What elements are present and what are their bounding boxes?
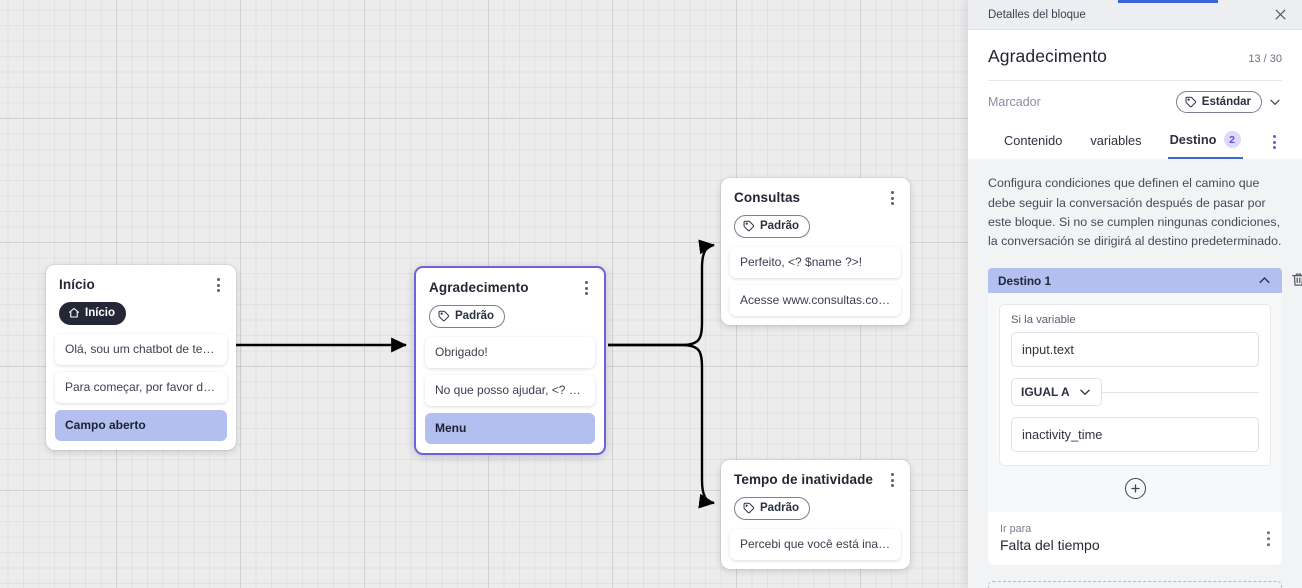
goto-value: Falta del tiempo: [1000, 537, 1100, 554]
tag-icon: [1185, 96, 1196, 108]
close-icon[interactable]: [1270, 5, 1290, 25]
node-header: Tempo de inatividade Padrão: [721, 460, 910, 529]
node-messages: Obrigado! No que posso ajudar, <? $name …: [416, 336, 604, 453]
node-title: Agradecimento: [429, 280, 529, 295]
node-title: Início: [59, 277, 95, 292]
node-header: Consultas Padrão: [721, 178, 910, 247]
operator-select[interactable]: IGUAL A: [1011, 378, 1102, 407]
node-message-highlight[interactable]: Menu: [425, 412, 595, 444]
node-message[interactable]: Obrigado!: [425, 336, 595, 368]
tag-icon: [438, 311, 450, 322]
panel-topbar-title: Detalles del bloque: [988, 8, 1086, 21]
tab-variables[interactable]: variables: [1088, 129, 1143, 159]
goto-label: Ir para: [1000, 523, 1032, 536]
tab-label: Destino: [1169, 132, 1217, 148]
node-messages: Percebi que você está inativo. C...: [721, 528, 910, 569]
marker-control[interactable]: Estándar: [1175, 91, 1282, 114]
panel-header-block: Agradecimento 13 / 30 Marcador Estándar: [968, 30, 1302, 160]
destination-description: Configura condiciones que definen el cam…: [988, 176, 1282, 249]
kebab-menu-icon[interactable]: [884, 189, 900, 207]
tab-label: variables: [1090, 133, 1142, 149]
operator-row: IGUAL A: [1011, 378, 1259, 407]
node-message[interactable]: Para começar, por favor digite o ...: [55, 371, 227, 403]
node-tag-badge[interactable]: Padrão: [734, 497, 810, 520]
node-message[interactable]: Perfeito, <? $name ?>!: [730, 246, 901, 278]
node-tag-label: Padrão: [455, 310, 494, 323]
kebab-menu-icon[interactable]: [884, 471, 900, 489]
page-title: Agradecimento: [988, 46, 1108, 66]
destination-tab-content: Configura condiciones que definen el cam…: [968, 159, 1302, 588]
node-tag-badge[interactable]: Padrão: [429, 305, 505, 328]
tab-badge-count: 2: [1223, 131, 1241, 149]
destination-card-header[interactable]: Destino 1: [988, 268, 1302, 294]
destination-card-title: Destino 1: [998, 273, 1052, 288]
tab-label: Contenido: [1004, 133, 1063, 149]
compare-value-input[interactable]: [1011, 417, 1259, 453]
active-tab-indicator: [1118, 0, 1218, 3]
condition-box: Si la variable IGUAL A: [999, 304, 1271, 467]
edge-agradecimento-to-inatividade: [608, 343, 715, 509]
node-tag-label: Padrão: [760, 220, 799, 233]
node-tag-badge[interactable]: Início: [59, 302, 127, 325]
trash-icon[interactable]: [1290, 271, 1302, 289]
node-message[interactable]: Acesse www.consultas.com par...: [730, 284, 901, 316]
block-title-row: Agradecimento 13 / 30: [988, 46, 1282, 81]
node-tag-label: Início: [85, 307, 116, 320]
node-tag-label: Padrão: [760, 502, 799, 515]
marker-label: Marcador: [988, 95, 1041, 110]
flow-node-agradecimento[interactable]: Agradecimento Padrão Obrigado! No que po…: [414, 266, 606, 455]
home-icon: [68, 308, 80, 318]
kebab-menu-icon[interactable]: [1273, 135, 1276, 159]
chevron-up-icon[interactable]: [1257, 273, 1272, 288]
marker-badge-label: Estándar: [1201, 96, 1251, 108]
character-count: 13 / 30: [1248, 53, 1282, 65]
panel-body: Agradecimento 13 / 30 Marcador Estándar: [968, 30, 1302, 588]
plus-circle-icon[interactable]: [1124, 478, 1146, 500]
operator-label: IGUAL A: [1021, 385, 1070, 400]
goto-row[interactable]: Ir para Falta del tiempo: [988, 512, 1282, 566]
node-message[interactable]: Percebi que você está inativo. C...: [730, 528, 901, 560]
node-message[interactable]: Olá, sou um chatbot de teste!: [55, 333, 227, 365]
variable-input[interactable]: [1011, 332, 1259, 368]
block-details-panel: Detalles del bloque Agradecimento 13 / 3…: [968, 0, 1302, 588]
node-message[interactable]: No que posso ajudar, <? $name ...: [425, 374, 595, 406]
chevron-down-icon: [1079, 389, 1090, 396]
add-destination-button[interactable]: Agregar destino: [988, 581, 1282, 588]
tag-icon: [743, 503, 755, 514]
flow-canvas[interactable]: Início Início Olá, sou um chatbot de tes…: [0, 0, 968, 588]
tab-destino[interactable]: Destino 2: [1167, 127, 1243, 160]
node-messages: Olá, sou um chatbot de teste! Para começ…: [46, 333, 236, 450]
node-header: Agradecimento Padrão: [416, 268, 604, 337]
flow-node-inicio[interactable]: Início Início Olá, sou um chatbot de tes…: [46, 265, 236, 450]
tag-icon: [743, 221, 755, 232]
kebab-menu-icon[interactable]: [210, 276, 226, 294]
flow-node-tempo-de-inatividade[interactable]: Tempo de inatividade Padrão Percebi que …: [721, 460, 910, 569]
marker-row: Marcador Estándar: [988, 81, 1282, 121]
node-messages: Perfeito, <? $name ?>! Acesse www.consul…: [721, 246, 910, 325]
panel-tabs: Contenido variables Destino 2: [988, 121, 1282, 160]
flow-node-consultas[interactable]: Consultas Padrão Perfeito, <? $name ?>! …: [721, 178, 910, 325]
node-header: Início Início: [46, 265, 236, 334]
panel-topbar: Detalles del bloque: [968, 0, 1302, 30]
add-condition-row: [988, 466, 1282, 512]
node-tag-badge[interactable]: Padrão: [734, 215, 810, 238]
marker-badge[interactable]: Estándar: [1175, 91, 1262, 114]
edge-agradecimento-to-consultas: [608, 239, 715, 347]
destination-card: Destino 1: [988, 268, 1302, 566]
node-title: Tempo de inatividade: [734, 472, 874, 487]
node-message-highlight[interactable]: Campo aberto: [55, 409, 227, 441]
tab-contenido[interactable]: Contenido: [1002, 129, 1064, 159]
chevron-down-icon[interactable]: [1268, 95, 1282, 109]
node-title: Consultas: [734, 190, 801, 205]
condition-label: Si la variable: [1011, 314, 1076, 327]
kebab-menu-icon[interactable]: [1266, 530, 1270, 547]
kebab-menu-icon[interactable]: [578, 279, 594, 297]
